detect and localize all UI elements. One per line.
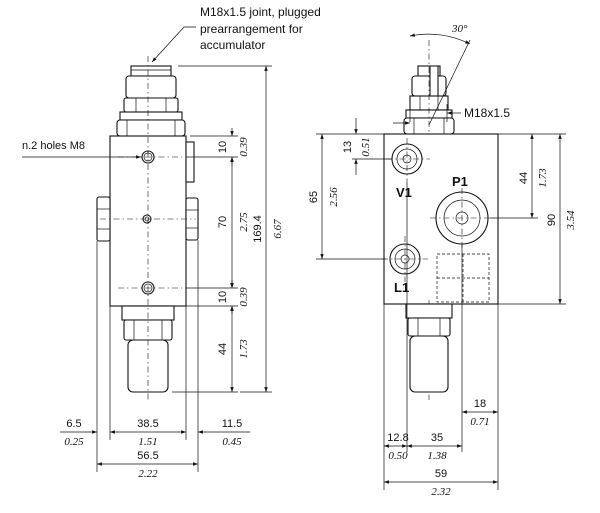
dim-side-width-mm: 59: [435, 468, 447, 480]
dim-bottom-hole-mm: 10: [217, 291, 229, 303]
dim-p1-right-in: 0.71: [470, 416, 489, 428]
holes-note: n.2 holes M8: [22, 140, 85, 152]
port-l1-label: L1: [394, 280, 409, 295]
dim-v1-l1-mm: 65: [308, 191, 320, 203]
fitting-note-line3: accumulator: [200, 38, 265, 52]
dim-v1-l1-in: 2.56: [328, 187, 340, 207]
dim-v1-p1-mm: 35: [431, 432, 443, 444]
angle-label: 30°: [451, 23, 468, 35]
dim-total-width-in: 2.22: [138, 468, 158, 480]
dim-bottom-hole-in: 0.39: [238, 287, 250, 307]
dim-right-offset-in: 0.45: [222, 436, 242, 448]
dim-p1-top-in: 1.73: [537, 168, 549, 188]
dim-side-width-in: 2.32: [431, 486, 451, 498]
dim-v1-top-mm: 13: [342, 141, 354, 153]
fitting-leader: [151, 26, 196, 63]
thread-label: M18x1.5: [464, 106, 510, 120]
dim-p1-right-mm: 18: [474, 398, 486, 410]
dim-body-width-mm: 38.5: [137, 418, 158, 430]
port-p1-label: P1: [452, 174, 468, 189]
dim-v1-p1-in: 1.38: [427, 450, 447, 462]
dim-v1-top-in: 0.51: [360, 137, 372, 156]
dim-body-height-in: 3.54: [565, 210, 577, 231]
accumulator-fitting: [116, 65, 186, 137]
dim-top-hole-mm: 10: [217, 141, 229, 153]
dim-total-width-mm: 56.5: [137, 450, 158, 462]
dim-body-height-mm: 90: [546, 214, 558, 226]
dim-hole-spacing-mm: 70: [217, 216, 229, 228]
dim-p1-top-mm: 44: [518, 172, 530, 184]
dim-cartridge-in: 1.73: [238, 339, 250, 359]
dim-v1-left-mm: 12.8: [387, 432, 408, 444]
dim-top-hole-in: 0.39: [238, 137, 250, 157]
dim-body-width-in: 1.51: [138, 436, 157, 448]
dim-overall-height-in: 6.67: [272, 219, 284, 239]
port-v1-label: V1: [396, 185, 412, 200]
fitting-note-line1: M18x1.5 joint, plugged: [200, 5, 321, 19]
dim-left-offset-mm: 6.5: [66, 418, 81, 430]
dim-left-offset-in: 0.25: [64, 436, 84, 448]
side-cartridge: [405, 303, 453, 393]
front-view: 10 0.39 70 2.75 10 0.39 44 1.73 169.4 6.…: [22, 5, 321, 480]
side-view: 30° M18x1.5 V1 P1 L1: [308, 23, 577, 498]
dim-hole-spacing-in: 2.75: [238, 212, 250, 232]
dim-right-offset-mm: 11.5: [222, 418, 243, 430]
fitting-note-line2: prearrangement for: [200, 22, 303, 36]
dim-overall-height-mm: 169.4: [252, 215, 264, 243]
dim-v1-left-in: 0.50: [388, 450, 408, 462]
dim-cartridge-mm: 44: [217, 343, 229, 355]
